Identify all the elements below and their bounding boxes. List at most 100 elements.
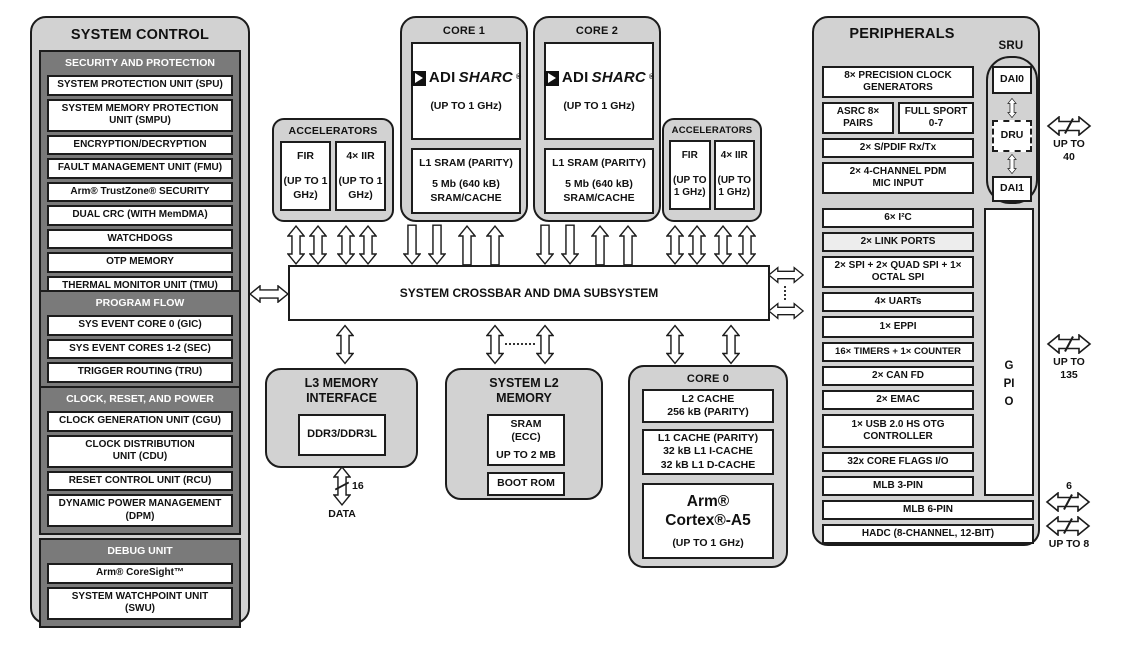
up-to-8-label: UP TO 8 — [1048, 538, 1090, 550]
bus-width-6-label: 6 — [1066, 480, 1072, 492]
core0-title: CORE 0 — [686, 373, 730, 385]
row-asrc: ASRC 8× PAIRS — [822, 102, 894, 134]
unit-watchdogs: WATCHDOGS — [47, 228, 233, 249]
row-hadc: HADC (8-CHANNEL, 12-BIT) — [822, 524, 1034, 544]
system-control-block: SYSTEM CONTROL SECURITY AND PROTECTION S… — [30, 16, 250, 628]
row-usb-otg: 1× USB 2.0 HS OTG CONTROLLER — [822, 414, 974, 448]
crossbar-block: SYSTEM CROSSBAR AND DMA SUBSYSTEM — [288, 265, 770, 321]
row-timers-counter: 16× TIMERS + 1× COUNTER — [822, 342, 974, 362]
row-precision-clock-generators: 8× PRECISION CLOCK GENERATORS — [822, 66, 974, 98]
up-arrow-icon — [591, 225, 609, 266]
row-link-ports: 2× LINK PORTS — [822, 232, 974, 252]
bidir-v-arrow-icon — [722, 324, 740, 365]
core0-l2-cache-box: L2 CACHE 256 kB (PARITY) — [642, 389, 774, 423]
unit-dpm: DYNAMIC POWER MANAGEMENT (DPM) — [47, 494, 233, 527]
section-title: CLOCK, RESET, AND POWER — [66, 393, 214, 405]
bus-width-h-arrow-icon — [1047, 116, 1091, 136]
iir-accelerator: 4× IIR (UP TO 1 GHz) — [713, 140, 755, 210]
up-to-40-label: UP TO 40 — [1053, 138, 1085, 163]
row-spdif: 2× S/PDIF Rx/Tx — [822, 138, 974, 158]
bidir-v-arrow-icon — [486, 324, 504, 365]
core1-l1-sram-box: L1 SRAM (PARITY) 5 Mb (640 kB) SRAM/CACH… — [411, 148, 521, 214]
bidir-v-arrow-icon — [738, 225, 756, 265]
section-title: SECURITY AND PROTECTION — [65, 57, 215, 69]
adi-sharc-logo: ADI SHARC ® — [543, 69, 654, 88]
row-uarts: 4× UARTs — [822, 292, 974, 312]
adi-sharc-logo: ADI SHARC ® — [410, 69, 521, 88]
unit-cdu: CLOCK DISTRIBUTION UNIT (CDU) — [47, 434, 233, 468]
iir-accelerator: 4× IIR (UP TO 1 GHz) — [335, 141, 386, 211]
row-pdm-mic: 2× 4-CHANNEL PDM MIC INPUT — [822, 162, 974, 194]
dotted-connector — [505, 343, 535, 345]
bus-width-h-arrow-icon — [1046, 492, 1090, 512]
row-mlb-6pin: MLB 6-PIN — [822, 500, 1034, 520]
bidir-v-arrow-icon — [1007, 98, 1017, 118]
down-arrow-icon — [403, 224, 421, 265]
accelerators-title: ACCELERATORS — [671, 125, 753, 136]
accelerators-left-block: ACCELERATORS FIR (UP TO 1 GHz) 4× IIR (U… — [272, 118, 394, 222]
unit-trustzone: Arm® TrustZone® SECURITY — [47, 181, 233, 202]
section-security-and-protection: SECURITY AND PROTECTION SYSTEM PROTECTIO… — [39, 50, 241, 304]
bidir-v-arrow-icon — [666, 225, 684, 265]
l2-memory-title: SYSTEM L2 MEMORY — [489, 376, 559, 405]
up-arrow-icon — [486, 225, 504, 266]
bidir-h-arrow-icon — [768, 302, 804, 320]
core0-l1-cache-box: L1 CACHE (PARITY) 32 kB L1 I-CACHE 32 kB… — [642, 429, 774, 475]
bidir-v-arrow-icon — [1007, 154, 1017, 174]
bidir-v-arrow-icon — [309, 225, 327, 265]
bus-width-v-arrow-icon — [333, 466, 351, 506]
bidir-v-arrow-icon — [287, 225, 305, 265]
gpio-label: GPIO — [1003, 360, 1015, 408]
row-spi: 2× SPI + 2× QUAD SPI + 1× OCTAL SPI — [822, 256, 974, 288]
system-control-title: SYSTEM CONTROL — [70, 27, 210, 43]
unit-swu: SYSTEM WATCHPOINT UNIT (SWU) — [47, 586, 233, 620]
row-i2c: 6× I²C — [822, 208, 974, 228]
unit-encryption-decryption: ENCRYPTION/DECRYPTION — [47, 134, 233, 155]
up-arrow-icon — [619, 225, 637, 266]
bus-width-h-arrow-icon — [1046, 516, 1090, 536]
sru-container: DAI0 DRU DAI1 — [986, 56, 1038, 204]
core2-l1-sram-box: L1 SRAM (PARITY) 5 Mb (640 kB) SRAM/CACH… — [544, 148, 654, 214]
section-debug-unit: DEBUG UNIT Arm® CoreSight™ SYSTEM WATCHP… — [39, 538, 241, 628]
bidir-v-arrow-icon — [536, 324, 554, 365]
adi-logo-icon — [543, 70, 559, 86]
cortex-a5-box: Arm® Cortex®-A5 (UP TO 1 GHz) — [642, 483, 774, 559]
down-arrow-icon — [536, 224, 554, 265]
fir-accelerator: FIR (UP TO 1 GHz) — [669, 140, 711, 210]
l2-memory-block: SYSTEM L2 MEMORY SRAM (ECC) UP TO 2 MB B… — [445, 368, 603, 500]
unit-spu: SYSTEM PROTECTION UNIT (SPU) — [47, 75, 233, 96]
accelerators-title: ACCELERATORS — [288, 125, 378, 137]
accelerators-right-block: ACCELERATORS FIR (UP TO 1 GHz) 4× IIR (U… — [662, 118, 762, 222]
down-arrow-icon — [561, 224, 579, 265]
l3-memory-title: L3 MEMORY INTERFACE — [304, 376, 379, 405]
dai0-box: DAI0 — [992, 66, 1032, 94]
unit-tru: TRIGGER ROUTING (TRU) — [47, 362, 233, 383]
unit-gic: SYS EVENT CORE 0 (GIC) — [47, 315, 233, 336]
dotted-connector — [784, 286, 786, 300]
l2-sram-box: SRAM (ECC) UP TO 2 MB — [487, 414, 565, 466]
core0-block: CORE 0 L2 CACHE 256 kB (PARITY) L1 CACHE… — [628, 365, 788, 568]
core1-sharc-box: ADI SHARC ® (UP TO 1 GHz) — [410, 42, 521, 140]
unit-fmu: FAULT MANAGEMENT UNIT (FMU) — [47, 158, 233, 179]
unit-smpu: SYSTEM MEMORY PROTECTION UNIT (SMPU) — [47, 98, 233, 132]
l3-memory-block: L3 MEMORY INTERFACE DDR3/DDR3L — [265, 368, 418, 468]
row-core-flags: 32x CORE FLAGS I/O — [822, 452, 974, 472]
bidir-v-arrow-icon — [336, 324, 354, 365]
fir-accelerator: FIR (UP TO 1 GHz) — [280, 141, 331, 211]
unit-coresight: Arm® CoreSight™ — [47, 563, 233, 584]
unit-cgu: CLOCK GENERATION UNIT (CGU) — [47, 411, 233, 432]
data-bus-label: DATA — [328, 508, 356, 520]
adi-logo-icon — [410, 70, 426, 86]
bus-width-label: 16 — [352, 480, 364, 492]
unit-sec: SYS EVENT CORES 1-2 (SEC) — [47, 338, 233, 359]
bidir-v-arrow-icon — [359, 225, 377, 265]
core1-block: CORE 1 ADI SHARC ® (UP TO 1 GHz) L1 SRAM… — [400, 16, 528, 222]
row-can-fd: 2× CAN FD — [822, 366, 974, 386]
bidir-h-arrow-icon — [768, 266, 804, 284]
core2-sharc-box: ADI SHARC ® (UP TO 1 GHz) — [543, 42, 654, 140]
peripherals-title: PERIPHERALS — [849, 26, 955, 42]
unit-otp-memory: OTP MEMORY — [47, 252, 233, 273]
up-arrow-icon — [458, 225, 476, 266]
section-clock-reset-power: CLOCK, RESET, AND POWER CLOCK GENERATION… — [39, 386, 241, 535]
